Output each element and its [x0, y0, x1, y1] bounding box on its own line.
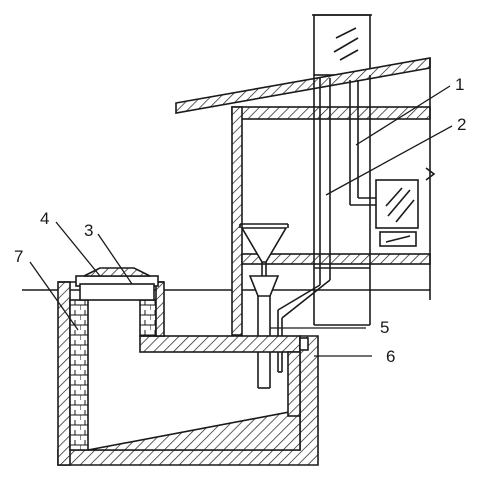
- inspection-well: [57, 281, 165, 466]
- drop-pipe-5: [248, 275, 280, 389]
- flue-shaft: [313, 75, 371, 326]
- cesspit: [57, 335, 319, 466]
- callout-2: 2: [457, 115, 466, 134]
- callout-3: 3: [84, 221, 93, 240]
- callout-5: 5: [380, 318, 389, 337]
- callout-7: 7: [14, 247, 23, 266]
- toilet-funnel: [239, 223, 289, 290]
- roof: [175, 57, 431, 114]
- hatch-cover: [75, 267, 159, 301]
- callout-1: 1: [455, 75, 464, 94]
- house-left-wall: [231, 106, 243, 336]
- stove: [375, 179, 419, 247]
- callout-6: 6: [386, 347, 395, 366]
- vent-pipe-1: [349, 80, 376, 206]
- leader-lines: [29, 85, 453, 357]
- chimney: [312, 14, 372, 76]
- callout-4: 4: [40, 209, 49, 228]
